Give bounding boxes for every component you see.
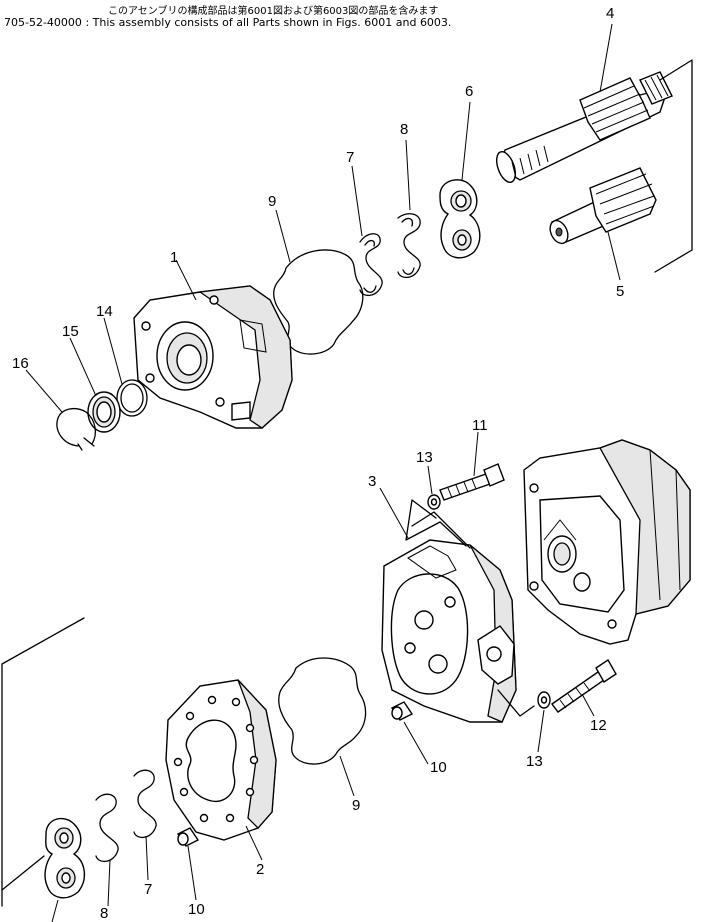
part-15-oil-seal: [87, 391, 121, 433]
callout-10-upper: 10: [430, 759, 447, 776]
header-note-japanese: このアセンブリの構成部品は第6001図および第6003図の部品を含みます: [108, 6, 439, 17]
callout-16: 16: [12, 355, 29, 372]
bolt-upper-guide-line: [411, 511, 471, 549]
callout-3: 3: [368, 473, 376, 490]
part-7-backup-ring-lower: [133, 769, 157, 838]
part-10-dowel-pin-upper: [390, 701, 414, 721]
callout-5: 5: [616, 283, 624, 300]
part-12-bolt-lower: [551, 659, 617, 713]
part-2-spacer-plate: [165, 679, 277, 841]
callout-1: 1: [170, 249, 178, 266]
wear-plate-lower: [44, 817, 85, 899]
callout-2: 2: [256, 861, 264, 878]
callout-4: 4: [606, 5, 614, 22]
lower-bracket-tie-line: [1, 855, 45, 891]
part-6-wear-plate-upper: [439, 179, 481, 259]
callout-9-lower: 9: [352, 797, 360, 814]
part-13-washer-upper: [427, 494, 441, 510]
part-4-drive-gear-shaft: [496, 71, 673, 183]
callout-8-lower: 8: [100, 905, 108, 922]
part-16-snap-ring: [56, 407, 97, 451]
bolt-lower-guide-line: [497, 689, 535, 717]
gear-set-bracket-line: [654, 59, 693, 273]
part-11-bolt-upper: [439, 463, 505, 501]
callout-15: 15: [62, 323, 79, 340]
lower-assembly-bracket-line: [1, 617, 85, 907]
part-8-backup-ring-lower: [95, 793, 119, 862]
part-10-dowel-pin-lower: [176, 827, 200, 847]
callout-11: 11: [472, 417, 488, 434]
callout-6: 6: [465, 83, 473, 100]
leader-lines: [25, 23, 621, 922]
part-14-o-ring: [116, 379, 148, 417]
part-9-gasket-upper: [273, 249, 364, 355]
part-8-backup-ring-upper: [397, 213, 421, 278]
callout-10-lower: 10: [188, 901, 205, 918]
header-note-english: 705-52-40000 : This assembly consists of…: [4, 16, 451, 29]
part-3-gear-housing: [381, 499, 517, 723]
callout-labels: 4 5 6 8 7 9 1 14 15 16 11 13 3 12 13 10 …: [12, 5, 624, 922]
callout-8-upper: 8: [400, 121, 408, 138]
callout-7-upper: 7: [346, 149, 354, 166]
callout-14: 14: [96, 303, 113, 320]
callout-7-lower: 7: [144, 881, 152, 898]
part-9-gasket-lower: [278, 657, 367, 765]
part-1-front-cover: [133, 285, 293, 429]
part-5-driven-gear: [549, 167, 657, 245]
callout-9-upper: 9: [268, 193, 276, 210]
part-7-backup-ring-upper: [359, 233, 383, 296]
assembly-part-number: 705-52-40000: [4, 16, 82, 29]
callout-13-lower: 13: [526, 753, 543, 770]
callout-12: 12: [590, 717, 607, 734]
callout-13-upper: 13: [416, 449, 433, 466]
part-13-washer-lower: [537, 691, 551, 709]
pump-body-assembly: [523, 439, 691, 645]
assembly-description: : This assembly consists of all Parts sh…: [85, 16, 452, 29]
